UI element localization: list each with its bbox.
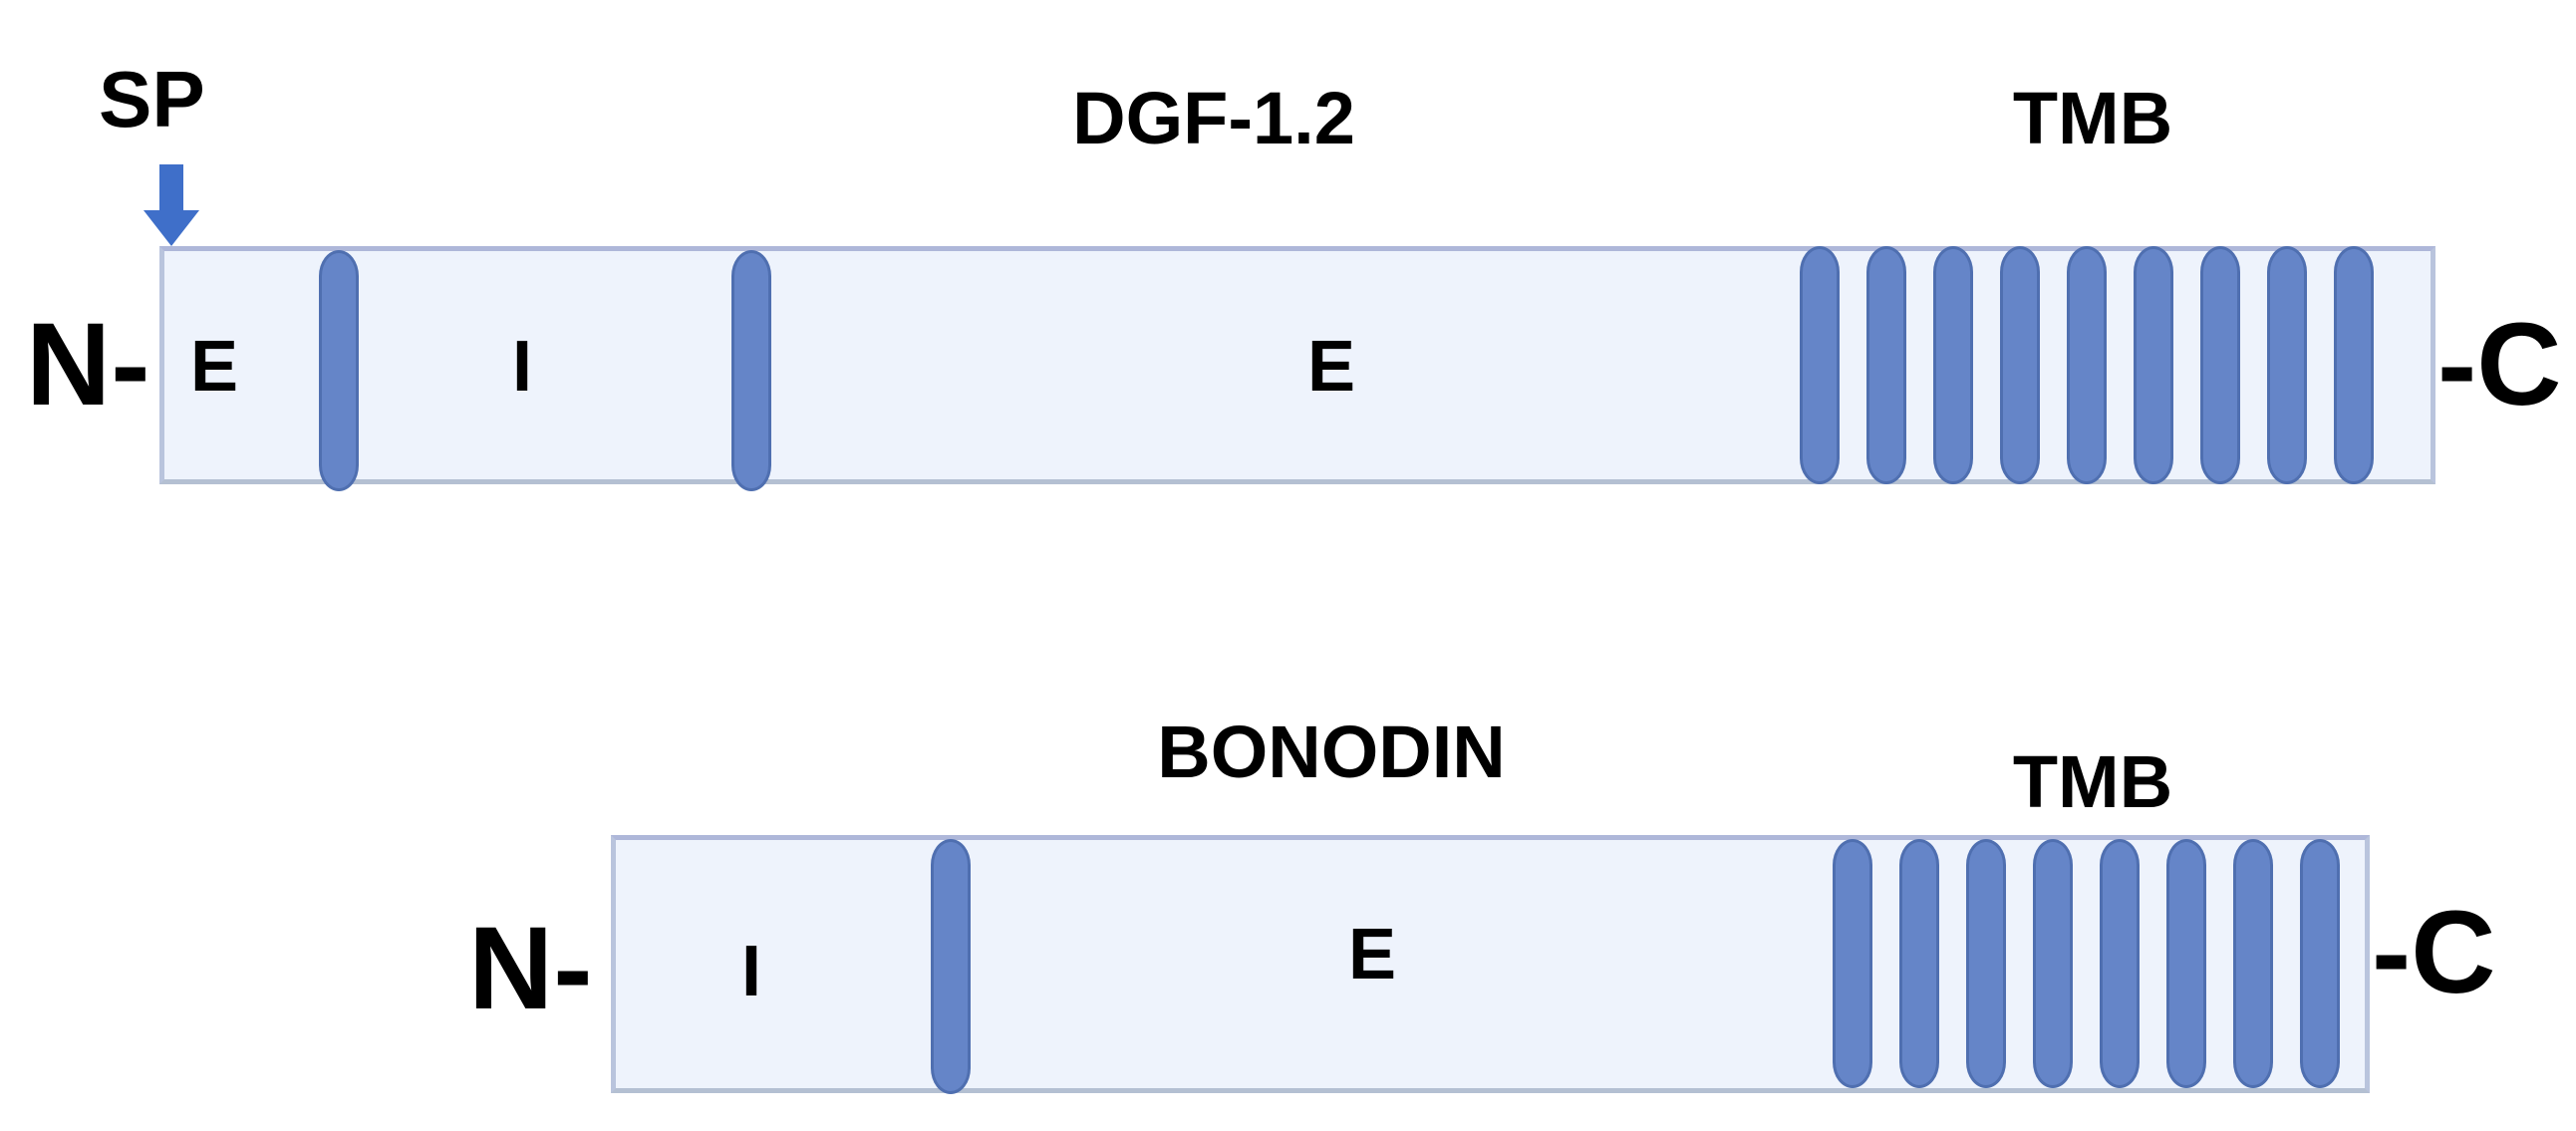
tmb-strand <box>1833 839 1872 1088</box>
c-terminus-label: -C <box>2372 887 2496 1018</box>
tmb-strand <box>2100 839 2140 1088</box>
region-label-extracellular: E <box>1347 915 1397 994</box>
region-label-extracellular: E <box>1306 327 1356 407</box>
signal-peptide-arrow-icon <box>143 164 199 246</box>
tmb-strand <box>1933 246 1973 484</box>
protein-bar <box>159 246 2435 484</box>
tmb-label: TMB <box>2012 77 2173 159</box>
tmb-strand <box>2033 839 2073 1088</box>
signal-peptide-label: SP <box>99 55 205 143</box>
tmb-strand <box>2334 246 2374 484</box>
transmembrane-helix <box>319 250 359 491</box>
protein-bar <box>611 835 2370 1093</box>
tmb-strand <box>2300 839 2340 1088</box>
transmembrane-helix <box>731 250 771 491</box>
tmb-label: TMB <box>2012 740 2173 823</box>
tmb-strand <box>1899 839 1939 1088</box>
tmb-strand <box>2000 246 2040 484</box>
tmb-strand <box>2134 246 2173 484</box>
n-terminus-label: N- <box>26 299 150 430</box>
tmb-strand <box>1866 246 1906 484</box>
protein-name-label: DGF-1.2 <box>1072 77 1355 159</box>
c-terminus-label: -C <box>2437 299 2562 430</box>
transmembrane-helix <box>931 839 971 1094</box>
tmb-strand <box>2200 246 2240 484</box>
region-label-intracellular: I <box>511 327 533 407</box>
region-label-intracellular: I <box>740 932 762 1011</box>
tmb-strand <box>2233 839 2273 1088</box>
tmb-strand <box>2067 246 2107 484</box>
protein-name-label: BONODIN <box>1157 710 1506 793</box>
tmb-strand <box>1966 839 2006 1088</box>
tmb-strand <box>2267 246 2307 484</box>
tmb-strand <box>2166 839 2206 1088</box>
region-label-extracellular: E <box>189 327 239 407</box>
n-terminus-label: N- <box>468 903 593 1034</box>
tmb-strand <box>1800 246 1840 484</box>
